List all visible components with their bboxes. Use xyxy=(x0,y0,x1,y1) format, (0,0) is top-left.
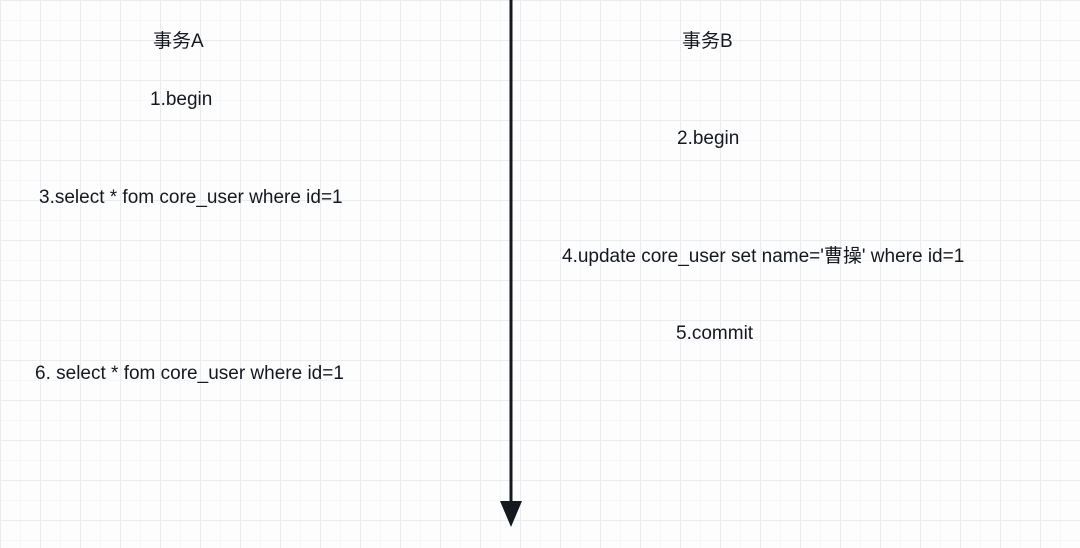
lane-title-transaction-a: 事务A xyxy=(153,31,204,52)
step-1-begin: 1.begin xyxy=(150,89,213,110)
step-4-update: 4.update core_user set name='曹操' where i… xyxy=(562,246,965,267)
step-2-begin: 2.begin xyxy=(677,128,740,149)
step-5-commit: 5.commit xyxy=(676,323,754,344)
step-3-select: 3.select * fom core_user where id=1 xyxy=(39,187,343,208)
lane-title-transaction-b: 事务B xyxy=(682,31,733,52)
step-6-select: 6. select * fom core_user where id=1 xyxy=(35,363,344,384)
time-axis-arrowhead xyxy=(500,501,522,527)
